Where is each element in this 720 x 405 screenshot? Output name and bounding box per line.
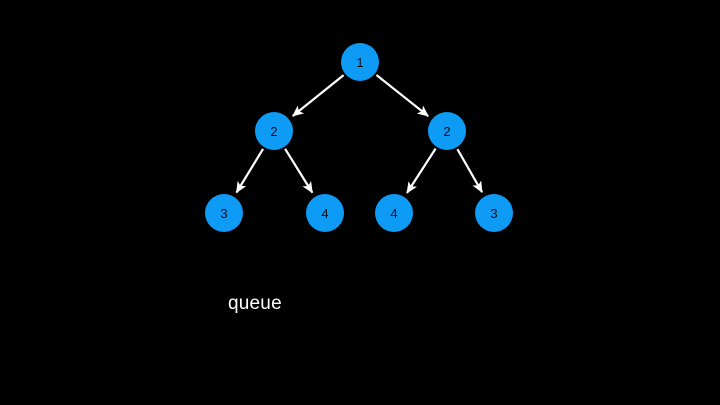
queue-caption-label: queue [228,293,282,314]
edge-root-l1-arrow-icon [292,74,345,117]
tree-node-r2b[interactable]: 3 [475,194,513,232]
edge-l1-l2a-arrow-icon [235,148,265,194]
tree-node-r2a[interactable]: 4 [375,194,413,232]
tree-node-label: 4 [390,205,398,221]
edge-root-r1-arrow-icon [375,74,429,117]
tree-node-label: 2 [443,123,451,139]
tree-node-label: 3 [490,205,498,221]
tree-node-label: 2 [270,123,278,139]
tree-node-root[interactable]: 1 [341,43,379,81]
tree-node-r1[interactable]: 2 [428,112,466,150]
edge-l1-l2b-arrow-icon [284,148,314,194]
tree-node-label: 3 [220,205,228,221]
tree-node-label: 4 [321,205,329,221]
tree-node-l2a[interactable]: 3 [205,194,243,232]
tree-node-l2b[interactable]: 4 [306,194,344,232]
edge-r1-r2b-arrow-icon [456,148,484,193]
edge-r1-r2a-arrow-icon [406,148,437,194]
tree-node-l1[interactable]: 2 [255,112,293,150]
tree-node-label: 1 [356,54,364,70]
